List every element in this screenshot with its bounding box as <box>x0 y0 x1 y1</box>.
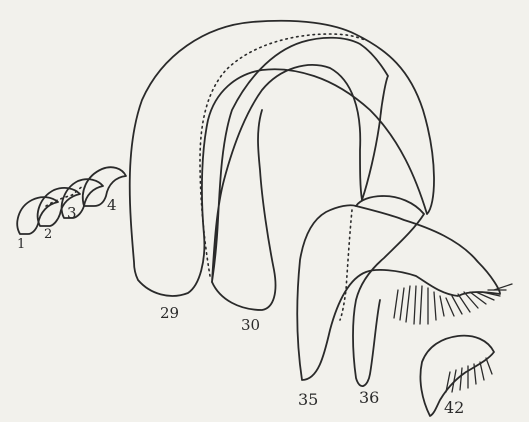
claw-35-bristles <box>394 284 512 324</box>
label-4: 4 <box>107 198 117 213</box>
claw-30-base <box>212 110 276 310</box>
label-36: 36 <box>359 390 379 406</box>
label-29: 29 <box>160 306 179 321</box>
label-30: 30 <box>241 318 260 333</box>
label-35: 35 <box>298 392 318 408</box>
claw-stage-35 <box>297 205 500 380</box>
hook-stage-4 <box>83 167 126 206</box>
label-2: 2 <box>44 228 52 241</box>
label-1: 1 <box>17 238 25 251</box>
claw-42-bristles <box>446 358 492 392</box>
claw-35-dotted-contour <box>340 210 352 320</box>
label-3: 3 <box>67 206 77 221</box>
claw-stage-36 <box>353 196 424 386</box>
claw-stage-30 <box>212 38 388 282</box>
label-42: 42 <box>444 400 464 416</box>
